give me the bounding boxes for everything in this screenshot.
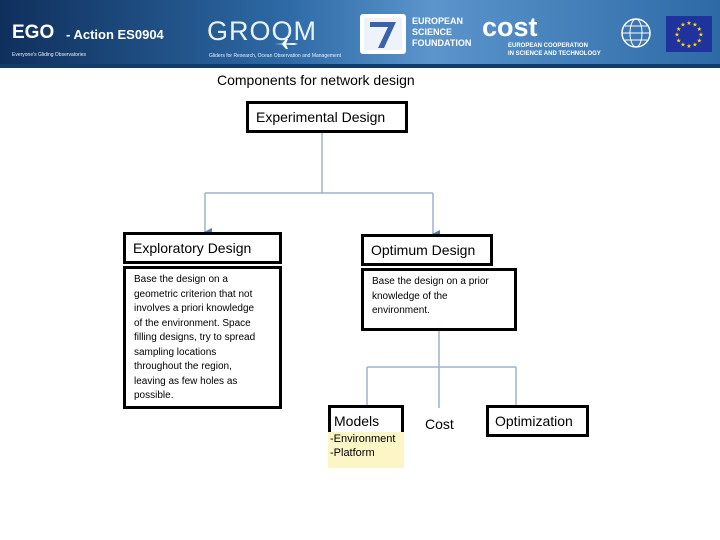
eu-flag-icon: ★★★ ★★★ ★★★ ★★★ <box>666 16 712 52</box>
optimization-label: Optimization <box>495 413 573 429</box>
ego-action-label: - Action ES0904 <box>66 27 164 42</box>
glider-icon <box>274 39 298 49</box>
esf-logo: EUROPEAN SCIENCE FOUNDATION <box>412 16 472 48</box>
svg-text:★: ★ <box>686 20 691 27</box>
optimization-box: Optimization <box>486 405 589 437</box>
globe-icon <box>621 18 651 48</box>
exploratory-design-label: Exploratory Design <box>133 240 252 256</box>
optimum-line: Base the design on a prior <box>372 276 489 287</box>
exploratory-line: sampling locations <box>134 346 217 358</box>
exploratory-line: leaving as few holes as <box>134 375 238 387</box>
groom-subtitle: Gliders for Research, Ocean Observation … <box>209 53 342 59</box>
exploratory-line: geometric criterion that not <box>134 288 253 300</box>
ego-logo: EGO <box>12 22 55 43</box>
header-banner: EGO - Action ES0904 Everyone's Gliding O… <box>0 0 720 68</box>
cost-subtitle: EUROPEAN COOPERATION IN SCIENCE AND TECH… <box>508 43 601 57</box>
banner-divider <box>0 64 720 68</box>
models-item: -Environment <box>330 433 396 445</box>
svg-text:★: ★ <box>680 42 685 49</box>
svg-text:★: ★ <box>697 37 702 44</box>
optimum-design-box: Optimum Design <box>361 234 493 266</box>
groom-logo: GROOM <box>207 16 317 46</box>
optimum-line: environment. <box>372 305 430 316</box>
svg-text:★: ★ <box>686 43 691 50</box>
optimum-description-box: Base the design on a prior knowledge of … <box>361 268 517 331</box>
experimental-design-label: Experimental Design <box>256 109 386 125</box>
diagram-title: Components for network design <box>217 72 415 88</box>
svg-text:★: ★ <box>676 26 681 33</box>
svg-text:★: ★ <box>697 26 702 33</box>
exploratory-description-box: Base the design on a geometric criterion… <box>123 266 282 409</box>
models-label: Models <box>334 413 380 429</box>
cost-label: Cost <box>425 416 454 432</box>
fp7-logo <box>360 14 406 54</box>
svg-text:★: ★ <box>674 32 679 39</box>
svg-text:★: ★ <box>680 22 685 29</box>
exploratory-design-box: Exploratory Design <box>123 232 282 264</box>
ego-subtitle: Everyone's Gliding Observatories <box>12 52 87 58</box>
svg-text:★: ★ <box>676 37 681 44</box>
exploratory-line: possible. <box>134 390 174 401</box>
exploratory-line: throughout the region, <box>134 361 232 372</box>
svg-text:★: ★ <box>698 32 703 39</box>
svg-text:★: ★ <box>692 22 697 29</box>
exploratory-line: Base the design on a <box>134 274 228 285</box>
cost-logo: cost <box>482 12 538 42</box>
models-items: -Environment -Platform <box>328 432 404 468</box>
experimental-design-box: Experimental Design <box>246 101 408 133</box>
exploratory-line: of the environment. Space <box>134 317 251 329</box>
models-item: -Platform <box>330 447 375 459</box>
exploratory-line: filling designs, try to spread <box>134 332 256 343</box>
optimum-design-label: Optimum Design <box>371 242 476 258</box>
svg-text:★: ★ <box>692 42 697 49</box>
exploratory-line: involves a priori knowledge <box>134 303 255 314</box>
optimum-line: knowledge of the <box>372 290 448 302</box>
